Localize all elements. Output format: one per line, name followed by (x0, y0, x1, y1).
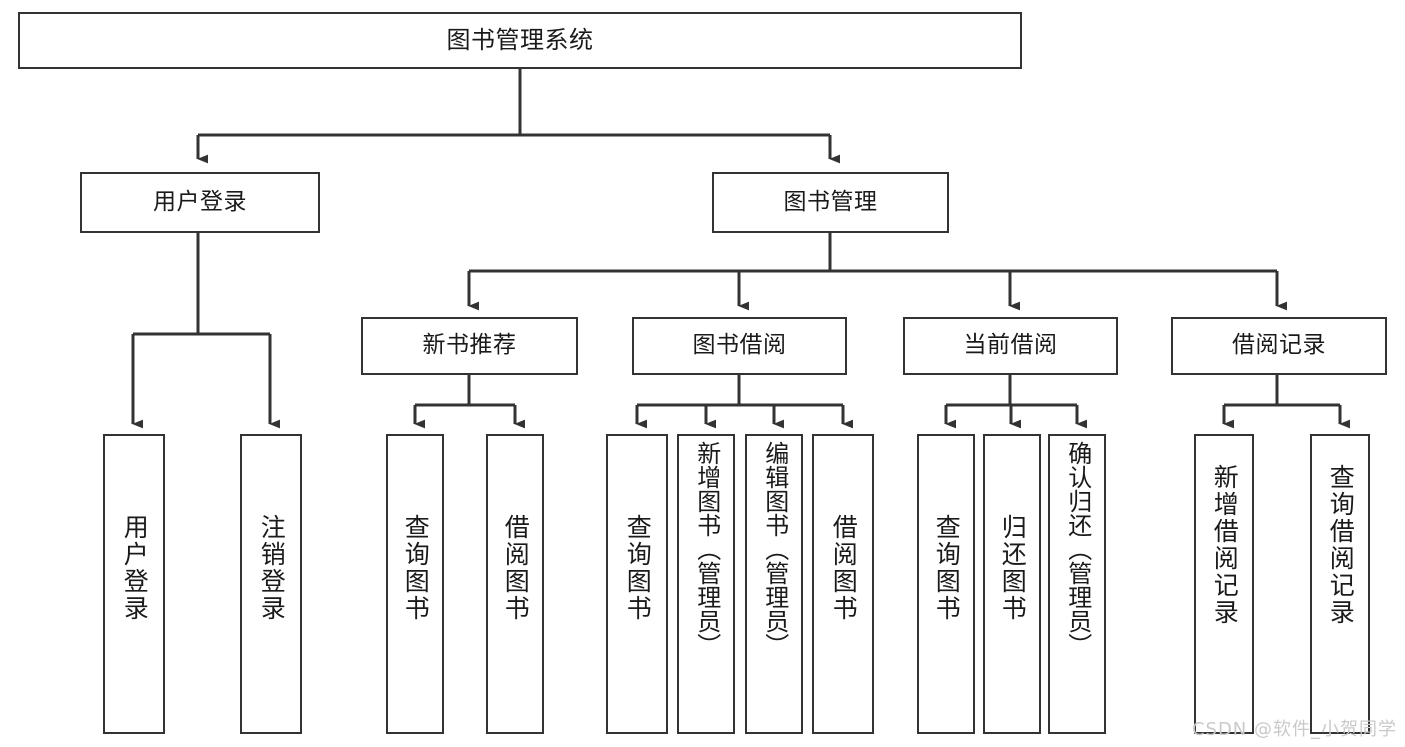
leaf-borrow-book-1-label: 借阅图书 (501, 514, 531, 622)
leaf-add-book-admin-label: 新增图书（管理员） (692, 441, 721, 657)
leaf-borrow-book-2-label: 借阅图书 (829, 514, 859, 622)
leaf-query-book-3-label: 查询图书 (932, 514, 962, 622)
leaf-edit-book-admin-label: 编辑图书（管理员） (760, 441, 789, 657)
leaf-query-book-2[interactable]: 查询图书 (606, 434, 668, 734)
node-borrow-record-label: 借阅记录 (1232, 332, 1326, 359)
leaf-add-borrow-record-label: 新增借阅记录 (1210, 464, 1240, 626)
leaf-return-book[interactable]: 归还图书 (983, 434, 1041, 734)
node-current-borrow-label: 当前借阅 (963, 332, 1058, 359)
node-user-login[interactable]: 用户登录 (80, 172, 320, 233)
csdn-watermark: CSDN @软件_小贺同学 (1191, 719, 1397, 740)
leaf-return-book-label: 归还图书 (998, 514, 1028, 622)
leaf-query-book-1-label: 查询图书 (401, 514, 431, 622)
node-user-login-label: 用户登录 (153, 188, 247, 215)
node-book-borrow[interactable]: 图书借阅 (632, 317, 847, 375)
leaf-query-borrow-record-label: 查询借阅记录 (1326, 464, 1356, 626)
leaf-borrow-book-2[interactable]: 借阅图书 (812, 434, 874, 734)
node-root-system[interactable]: 图书管理系统 (18, 12, 1022, 69)
leaf-add-book-admin[interactable]: 新增图书（管理员） (677, 434, 735, 734)
leaf-add-borrow-record[interactable]: 新增借阅记录 (1194, 434, 1254, 734)
node-book-borrow-label: 图书借阅 (692, 332, 787, 359)
node-borrow-record[interactable]: 借阅记录 (1171, 317, 1387, 375)
node-new-book-recommend[interactable]: 新书推荐 (361, 317, 578, 375)
leaf-query-book-3[interactable]: 查询图书 (917, 434, 975, 734)
node-root-system-label: 图书管理系统 (446, 26, 594, 55)
node-book-manage[interactable]: 图书管理 (712, 172, 949, 233)
leaf-user-login-label: 用户登录 (120, 514, 150, 622)
leaf-logout-login-label: 注销登录 (257, 514, 287, 622)
leaf-query-book-1[interactable]: 查询图书 (386, 434, 444, 734)
leaf-user-login[interactable]: 用户登录 (103, 434, 165, 734)
leaf-confirm-return-admin-label: 确认归还（管理员） (1063, 441, 1092, 657)
leaf-edit-book-admin[interactable]: 编辑图书（管理员） (745, 434, 803, 734)
node-book-manage-label: 图书管理 (783, 188, 878, 215)
node-new-book-recommend-label: 新书推荐 (422, 332, 517, 359)
leaf-logout-login[interactable]: 注销登录 (240, 434, 302, 734)
node-current-borrow[interactable]: 当前借阅 (903, 317, 1118, 375)
leaf-confirm-return-admin[interactable]: 确认归还（管理员） (1048, 434, 1106, 734)
leaf-query-borrow-record[interactable]: 查询借阅记录 (1310, 434, 1370, 734)
leaf-query-book-2-label: 查询图书 (623, 514, 653, 622)
leaf-borrow-book-1[interactable]: 借阅图书 (486, 434, 544, 734)
